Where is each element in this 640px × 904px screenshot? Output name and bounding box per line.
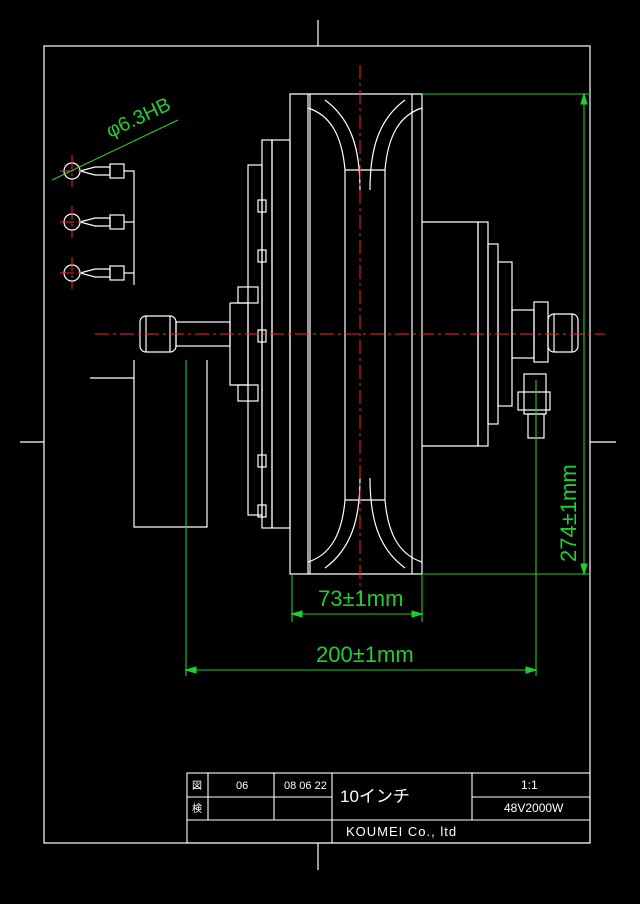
title-block-code: 06 xyxy=(236,780,248,792)
dimension-lines xyxy=(51,92,590,676)
title-block xyxy=(186,772,591,844)
overall-width-label: 200±1mm xyxy=(316,642,414,667)
wire-terminals xyxy=(63,162,135,285)
title-block-model: 48V2000W xyxy=(504,801,564,815)
title-block-row2-label: 検 xyxy=(192,802,202,815)
title-block-date: 08 06 22 xyxy=(284,780,327,792)
center-lines xyxy=(60,65,605,600)
title-block-title: 10インチ xyxy=(340,787,410,806)
rim-width-label: 73±1mm xyxy=(318,586,403,611)
diameter-label: 274±1mm xyxy=(556,464,581,562)
title-block-scale: 1:1 xyxy=(521,778,538,792)
terminal-size-label: φ6.3HB xyxy=(103,94,174,143)
sheet-border xyxy=(20,20,616,870)
title-block-row1-label: 図 xyxy=(192,780,202,792)
title-block-company: KOUMEI Co., ltd xyxy=(346,824,457,839)
